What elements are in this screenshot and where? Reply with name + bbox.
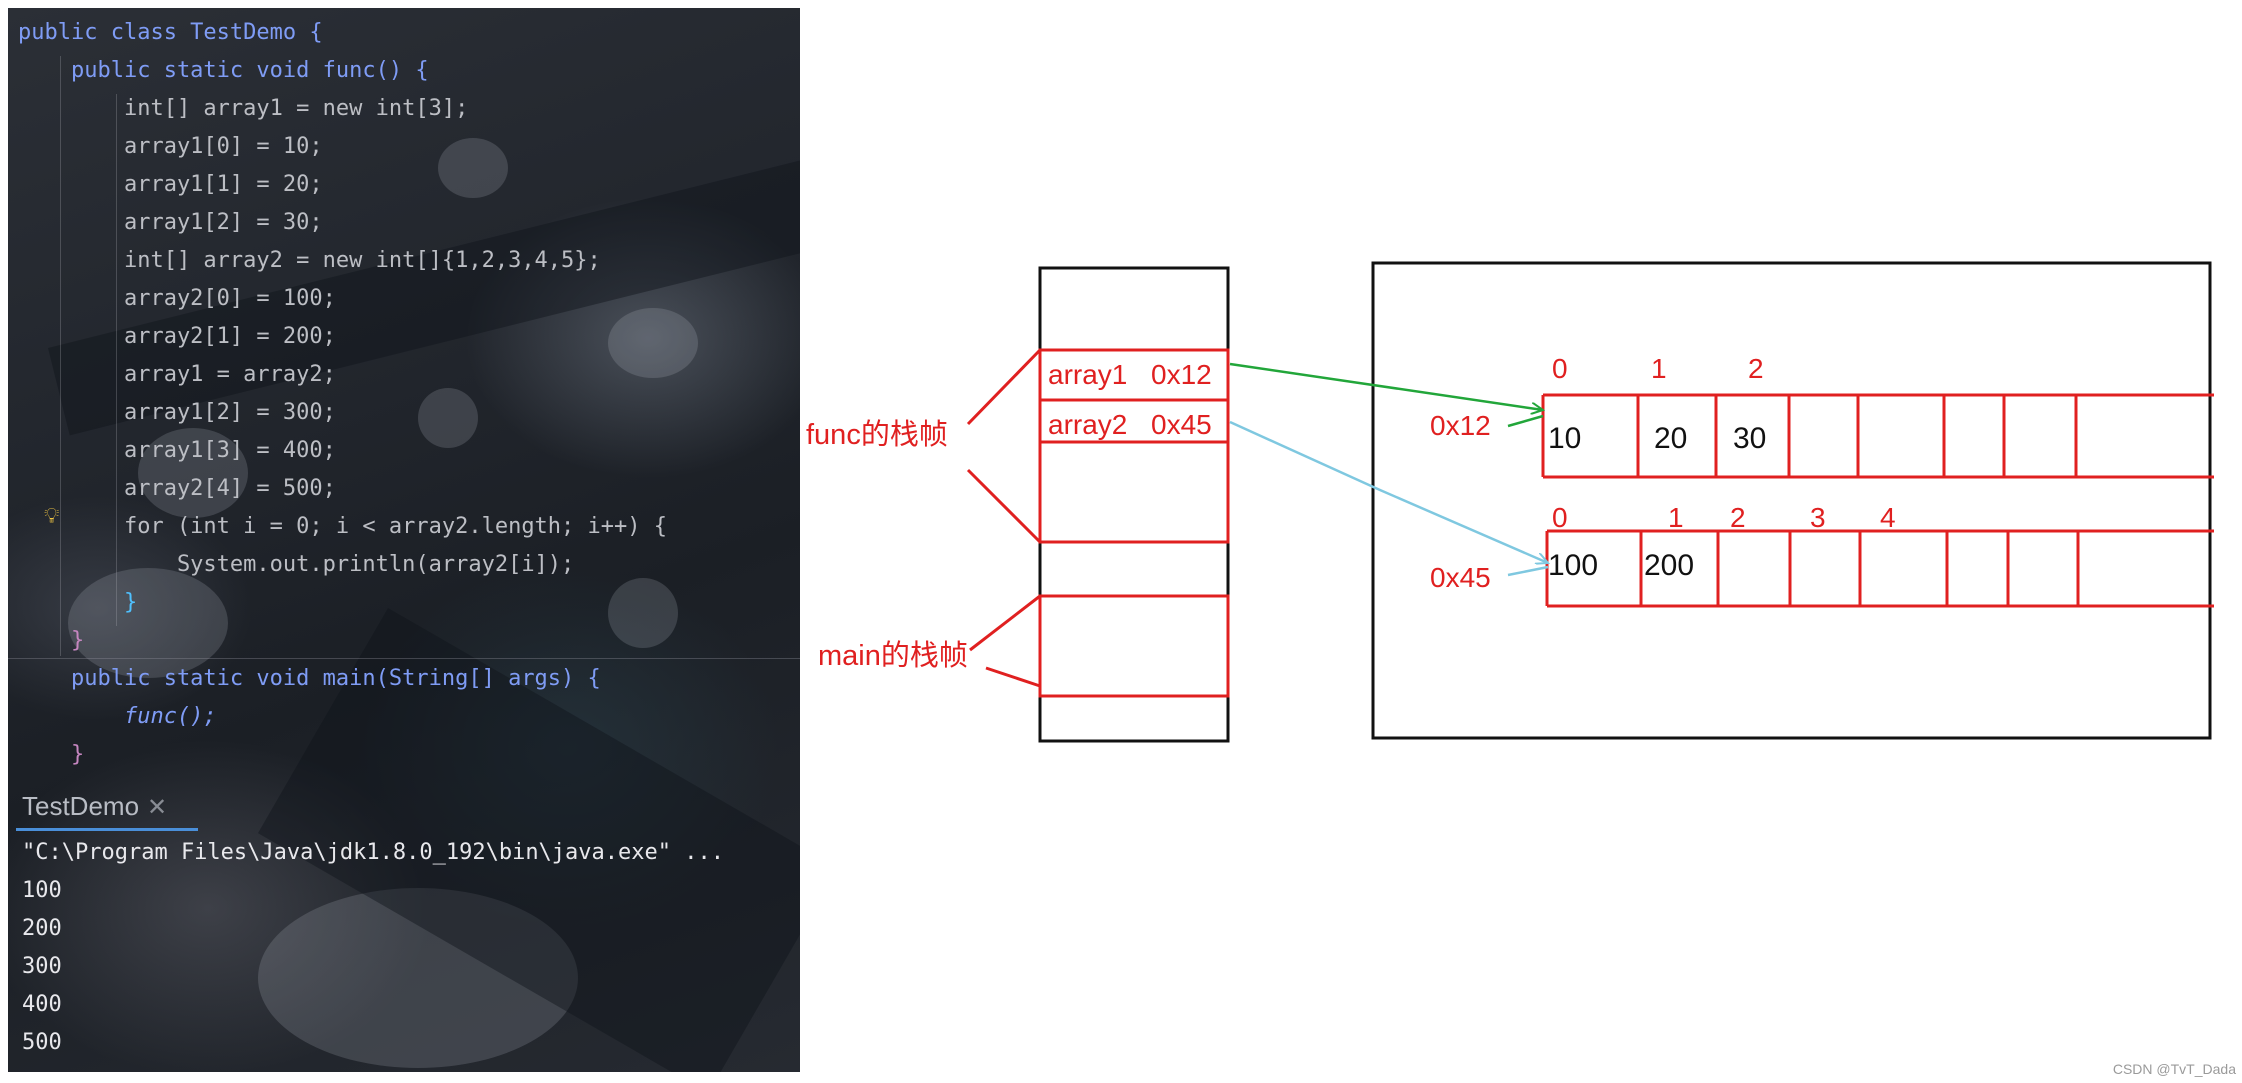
main-frame bbox=[1038, 594, 1230, 698]
code-line-3[interactable]: int[] array1 = new int[3]; bbox=[18, 90, 468, 128]
code-text: int[] array2 = new int[]{1,2,3,4,5}; bbox=[18, 248, 601, 273]
array-index: 3 bbox=[1810, 502, 1826, 533]
func-frame bbox=[1038, 348, 1230, 544]
close-icon[interactable]: ✕ bbox=[147, 794, 168, 821]
main-frame-pointer bbox=[985, 666, 1041, 688]
array-index: 2 bbox=[1748, 353, 1764, 384]
code-text: array1 = array2; bbox=[18, 362, 336, 387]
main-frame-pointer bbox=[969, 594, 1041, 652]
code-line-16[interactable]: } bbox=[18, 584, 137, 622]
main-frame-label: main的栈帧 bbox=[818, 639, 968, 672]
console-line: 300 bbox=[22, 954, 62, 979]
indent-guide bbox=[116, 94, 117, 626]
code-line-4[interactable]: array1[0] = 10; bbox=[18, 128, 323, 166]
console-line: 500 bbox=[22, 1030, 62, 1055]
func-frame-pointer bbox=[966, 348, 1042, 426]
lightbulb-icon[interactable]: 💡︎ bbox=[44, 504, 60, 529]
heap-box bbox=[1371, 261, 2212, 740]
code-line-18[interactable]: public static void main(String[] args) { bbox=[18, 660, 601, 698]
run-tab-underline bbox=[16, 828, 198, 831]
array-index: 0 bbox=[1552, 502, 1568, 533]
console-line: 400 bbox=[22, 992, 62, 1017]
console-line: 100 bbox=[22, 878, 62, 903]
code-text: array1[2] = 300; bbox=[18, 400, 336, 425]
code-line-11[interactable]: array1[2] = 300; bbox=[18, 394, 336, 432]
code-text: System.out.println(array2[i]); bbox=[18, 552, 575, 577]
array-value: 30 bbox=[1733, 422, 1766, 455]
stack-ref-array1: 0x12 bbox=[1151, 359, 1212, 390]
code-line-8[interactable]: array2[0] = 100; bbox=[18, 280, 336, 318]
reference-arrow-array1 bbox=[1229, 362, 1543, 410]
console-line: "C:\Program Files\Java\jdk1.8.0_192\bin\… bbox=[22, 840, 724, 865]
array-index: 0 bbox=[1552, 353, 1568, 384]
code-text: public static void func() { bbox=[18, 58, 429, 83]
code-text: int[] array1 = new int[3]; bbox=[18, 96, 469, 121]
code-text: for (int i = 0; i < array2.length; i++) … bbox=[18, 514, 668, 539]
array-index: 1 bbox=[1651, 353, 1667, 384]
array-value: 20 bbox=[1654, 422, 1687, 455]
run-tab-label: TestDemo bbox=[22, 791, 140, 821]
address-arrow-0x45 bbox=[1507, 565, 1549, 577]
stack-box bbox=[1038, 266, 1230, 743]
heap-array-0x45: 0x45 0 1 2 3 4 100 200 bbox=[1430, 502, 2214, 608]
array-index: 4 bbox=[1880, 502, 1896, 533]
array-index: 1 bbox=[1668, 502, 1684, 533]
run-tab[interactable]: TestDemo ✕ bbox=[22, 786, 167, 826]
func-frame-pointer bbox=[966, 468, 1042, 544]
code-line-14[interactable]: for (int i = 0; i < array2.length; i++) … bbox=[18, 508, 667, 546]
code-line-6[interactable]: array1[2] = 30; bbox=[18, 204, 323, 242]
code-text: array1[1] = 20; bbox=[18, 172, 323, 197]
code-line-5[interactable]: array1[1] = 20; bbox=[18, 166, 323, 204]
array-address: 0x45 bbox=[1430, 562, 1491, 593]
code-text: public static void main(String[] args) { bbox=[18, 666, 601, 691]
code-text: array1[3] = 400; bbox=[18, 438, 336, 463]
code-line-7[interactable]: int[] array2 = new int[]{1,2,3,4,5}; bbox=[18, 242, 601, 280]
code-text: } bbox=[18, 590, 138, 615]
code-text: array2[0] = 100; bbox=[18, 286, 336, 311]
array-address: 0x12 bbox=[1430, 410, 1491, 441]
array-value: 10 bbox=[1548, 422, 1581, 455]
address-arrow-0x12 bbox=[1507, 414, 1544, 428]
code-line-15[interactable]: System.out.println(array2[i]); bbox=[18, 546, 574, 584]
stack-var-array1: array1 bbox=[1048, 359, 1127, 390]
code-line-19[interactable]: func(); bbox=[18, 698, 217, 736]
code-line-10[interactable]: array1 = array2; bbox=[18, 356, 336, 394]
watermark: CSDN @TvT_Dada bbox=[2112, 1061, 2236, 1077]
code-text: array1[2] = 30; bbox=[18, 210, 323, 235]
console-line: 200 bbox=[22, 916, 62, 941]
array-index: 2 bbox=[1730, 502, 1746, 533]
stack-ref-array2: 0x45 bbox=[1151, 409, 1212, 440]
code-line-9[interactable]: array2[1] = 200; bbox=[18, 318, 336, 356]
func-frame-label: func的栈帧 bbox=[806, 418, 948, 451]
reference-arrow-array2 bbox=[1229, 420, 1548, 563]
code-text: array2[4] = 500; bbox=[18, 476, 336, 501]
code-text: array2[1] = 200; bbox=[18, 324, 336, 349]
code-line-20[interactable]: } bbox=[18, 736, 84, 774]
code-line-2[interactable]: public static void func() { bbox=[18, 52, 429, 90]
code-text: func(); bbox=[18, 704, 217, 729]
indent-guide bbox=[60, 56, 61, 656]
code-line-17[interactable]: } bbox=[18, 622, 84, 660]
code-line-12[interactable]: array1[3] = 400; bbox=[18, 432, 336, 470]
stack-var-array2: array2 bbox=[1048, 409, 1127, 440]
code-text: public class TestDemo { bbox=[18, 20, 323, 45]
code-text: } bbox=[18, 628, 85, 653]
code-line-13[interactable]: array2[4] = 500; bbox=[18, 470, 336, 508]
code-text: array1[0] = 10; bbox=[18, 134, 323, 159]
heap-array-0x12: 0x12 0 1 2 10 20 30 bbox=[1430, 353, 2214, 479]
editor-divider bbox=[8, 658, 800, 659]
array-value: 100 bbox=[1548, 549, 1598, 582]
code-line-1[interactable]: public class TestDemo { bbox=[18, 14, 323, 52]
array-value: 200 bbox=[1644, 549, 1694, 582]
code-text: } bbox=[18, 742, 85, 767]
